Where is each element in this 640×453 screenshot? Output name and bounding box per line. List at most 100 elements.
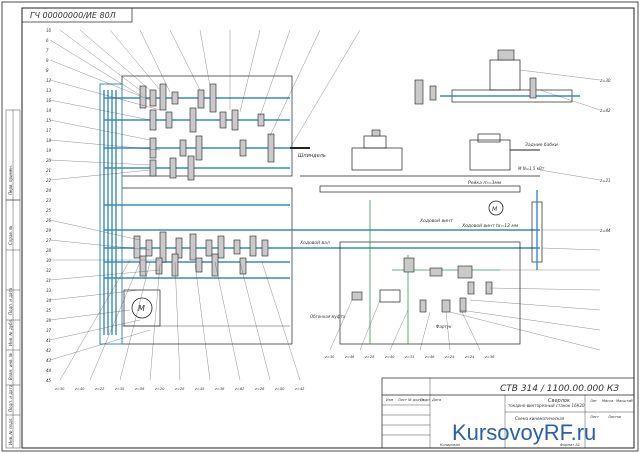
svg-text:Лист: Лист <box>397 398 408 402</box>
svg-text:z=50: z=50 <box>274 387 285 391</box>
right-leaders <box>449 69 601 351</box>
svg-text:Сверлок: Сверлок <box>548 398 570 404</box>
left-leaders <box>49 39 161 361</box>
side-stamp-4: Инв. № дубл. <box>8 319 13 346</box>
svg-text:32: 32 <box>46 268 52 273</box>
svg-text:Масштаб: Масштаб <box>616 399 633 403</box>
svg-text:45: 45 <box>46 378 52 383</box>
svg-text:8: 8 <box>46 68 49 73</box>
svg-text:21: 21 <box>46 168 51 173</box>
svg-text:18: 18 <box>46 138 52 143</box>
side-stamp-column: Перв. примен. Справ. № Подп. и дата Инв.… <box>5 109 21 449</box>
svg-text:Листов: Листов <box>607 415 621 419</box>
svg-text:29: 29 <box>46 228 52 233</box>
svg-text:24: 24 <box>46 188 52 193</box>
svg-text:Изм: Изм <box>386 398 393 402</box>
svg-text:10: 10 <box>46 28 52 33</box>
apron-box <box>339 241 521 345</box>
svg-text:Копировал: Копировал <box>440 443 461 447</box>
svg-text:z=21: z=21 <box>599 178 611 183</box>
svg-text:z=46: z=46 <box>344 355 355 359</box>
svg-text:Формат А1: Формат А1 <box>560 443 580 447</box>
cross-slide <box>414 49 580 105</box>
tailstock <box>469 133 540 171</box>
svg-text:36: 36 <box>46 318 52 323</box>
headstock-gears <box>139 83 275 181</box>
svg-text:z=36: z=36 <box>484 355 495 359</box>
svg-text:z=20: z=20 <box>154 387 165 391</box>
svg-text:19: 19 <box>46 148 52 153</box>
svg-text:34: 34 <box>46 298 52 303</box>
svg-text:37: 37 <box>46 328 52 333</box>
svg-text:z=30: z=30 <box>54 387 65 391</box>
svg-text:Схема кинематическая: Схема кинематическая <box>515 416 565 421</box>
svg-text:Дата: Дата <box>431 398 441 402</box>
svg-text:6: 6 <box>46 38 49 43</box>
svg-text:43: 43 <box>46 358 52 363</box>
svg-text:23: 23 <box>46 198 52 203</box>
svg-text:z=26: z=26 <box>254 387 265 391</box>
svg-text:z=40: z=40 <box>74 387 85 391</box>
watermark: KursovoyRF.ru <box>452 420 596 445</box>
svg-text:Лит: Лит <box>589 399 598 403</box>
svg-text:z=48: z=48 <box>424 355 435 359</box>
side-stamp-1: Перв. примен. <box>8 165 13 195</box>
svg-text:Масса: Масса <box>602 399 613 403</box>
svg-text:z=30: z=30 <box>599 78 611 83</box>
gear-guitar <box>99 83 123 345</box>
svg-text:44: 44 <box>46 368 52 373</box>
svg-text:17: 17 <box>46 128 52 133</box>
svg-text:22: 22 <box>46 178 52 183</box>
svg-text:СТВ 314 / 1100.00.000 КЗ: СТВ 314 / 1100.00.000 КЗ <box>500 384 619 394</box>
bottom-leaders <box>59 259 481 381</box>
side-stamp-3: Подп. и дата <box>8 287 13 315</box>
svg-text:ГЧ 00000000/ИЕ 80Л: ГЧ 00000000/ИЕ 80Л <box>30 11 116 20</box>
svg-text:Лист: Лист <box>589 415 600 419</box>
svg-text:M: M <box>138 304 145 313</box>
svg-text:42: 42 <box>46 348 52 353</box>
svg-text:31: 31 <box>46 278 51 283</box>
title-block: СТВ 314 / 1100.00.000 КЗ Сверлок токарно… <box>381 377 635 449</box>
fast-motor-note: M N=1,5 кВт <box>518 166 545 171</box>
top-leaders <box>59 29 361 149</box>
svg-text:20: 20 <box>46 158 52 163</box>
rear-guides-label: Задние бабки <box>525 142 558 148</box>
svg-text:25: 25 <box>46 208 52 213</box>
gearbox-gears <box>133 231 269 277</box>
svg-text:z=40: z=40 <box>384 355 395 359</box>
right-label-column: z=30 z=42 z=21 z=44 <box>599 78 611 233</box>
svg-text:M: M <box>492 206 498 213</box>
headstock-box <box>121 75 293 177</box>
left-label-column: 10 6 7 9 8 12 13 16 14 15 17 18 19 20 21… <box>46 28 52 383</box>
apron-label: Фартук <box>436 324 452 329</box>
side-stamp-2: Справ. № <box>8 226 13 245</box>
feed-shaft-label: Ходовой вал <box>299 240 330 246</box>
svg-text:z=28: z=28 <box>174 387 185 391</box>
clutch-note: Обгонная муфта <box>310 314 346 319</box>
lead-screw-2-label: Ходовой винт <box>419 218 453 224</box>
svg-text:z=33: z=33 <box>404 355 415 359</box>
side-stamp-7: Инв. № подл. <box>8 417 13 445</box>
svg-text:z=45: z=45 <box>194 387 205 391</box>
svg-text:9: 9 <box>46 58 49 63</box>
svg-text:z=24: z=24 <box>464 355 475 359</box>
side-stamp-6: Подп. и дата <box>8 384 13 412</box>
svg-text:33: 33 <box>46 288 52 293</box>
tool-post <box>351 129 403 171</box>
svg-text:токарно-винторезный станок 16К: токарно-винторезный станок 16К20 <box>508 403 585 408</box>
svg-text:z=62: z=62 <box>234 387 245 391</box>
code-stamp: ГЧ 00000000/ИЕ 80Л <box>21 7 133 23</box>
svg-text:№ докум: № докум <box>407 398 424 402</box>
svg-text:Подп: Подп <box>420 398 430 402</box>
svg-text:z=42: z=42 <box>294 387 305 391</box>
svg-text:z=22: z=22 <box>94 387 105 391</box>
inner-frame <box>21 7 635 449</box>
rack-label: Рейка m=3мм <box>468 180 502 186</box>
lead-screw-label: Ходовой винт tx=12 мм <box>461 223 519 229</box>
svg-text:16: 16 <box>46 98 52 103</box>
fast-motor: M <box>488 200 504 216</box>
svg-text:41: 41 <box>46 338 51 343</box>
svg-text:27: 27 <box>46 238 52 243</box>
svg-text:KursovoyRF.ru: KursovoyRF.ru <box>452 420 596 445</box>
